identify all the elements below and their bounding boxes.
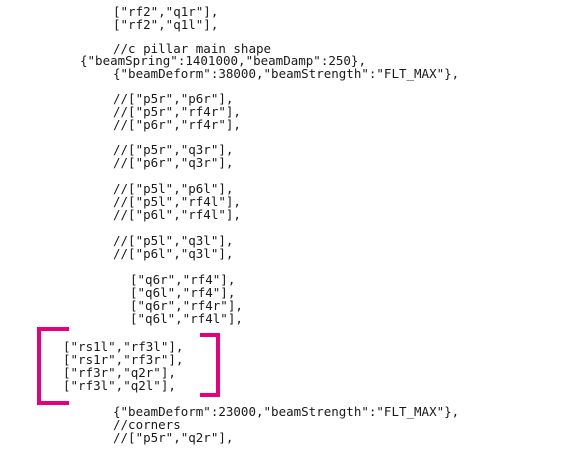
highlight-bracket-right	[200, 333, 220, 397]
code-line: ["q6r","rf4"],	[130, 272, 236, 287]
code-comment: //["p6l","rf4l"],	[113, 207, 241, 222]
highlighted-code-line: ["rs1r","rf3r"],	[63, 352, 184, 367]
code-comment: //["p5l","q3l"],	[113, 233, 234, 248]
code-comment: //["p6l","q3l"],	[113, 246, 234, 261]
code-comment: //c pillar main shape	[113, 41, 272, 56]
code-comment: //["p6r","rf4r"],	[113, 117, 241, 132]
code-line: ["rf2","q1r"],	[113, 4, 219, 19]
code-line: {"beamDeform":23000,"beamStrength":"FLT_…	[113, 404, 460, 419]
code-line: ["q6l","rf4l"],	[130, 311, 243, 326]
code-comment: //["p5r","p6r"],	[113, 91, 234, 106]
highlighted-code-line: ["rf3r","q2r"],	[63, 365, 176, 380]
code-comment: //["p5r","q2r"],	[113, 430, 234, 445]
code-comment: //corners	[113, 417, 181, 432]
code-line: {"beamSpring":1401000,"beamDamp":250},	[80, 53, 366, 68]
code-comment: //["p5r","rf4r"],	[113, 104, 241, 119]
code-line: ["q6r","rf4r"],	[130, 298, 243, 313]
code-line: {"beamDeform":38000,"beamStrength":"FLT_…	[113, 66, 460, 81]
code-comment: //["p5l","rf4l"],	[113, 194, 241, 209]
highlighted-code-line: ["rs1l","rf3l"],	[63, 339, 184, 354]
highlighted-code-line: ["rf3l","q2l"],	[63, 378, 176, 393]
code-comment: //["p5r","q3r"],	[113, 142, 234, 157]
code-line: ["rf2","q1l"],	[113, 17, 219, 32]
code-line: ["q6l","rf4"],	[130, 285, 236, 300]
highlight-bracket-left	[37, 327, 69, 405]
code-comment: //["p5l","p6l"],	[113, 181, 234, 196]
code-comment: //["p6r","q3r"],	[113, 155, 234, 170]
